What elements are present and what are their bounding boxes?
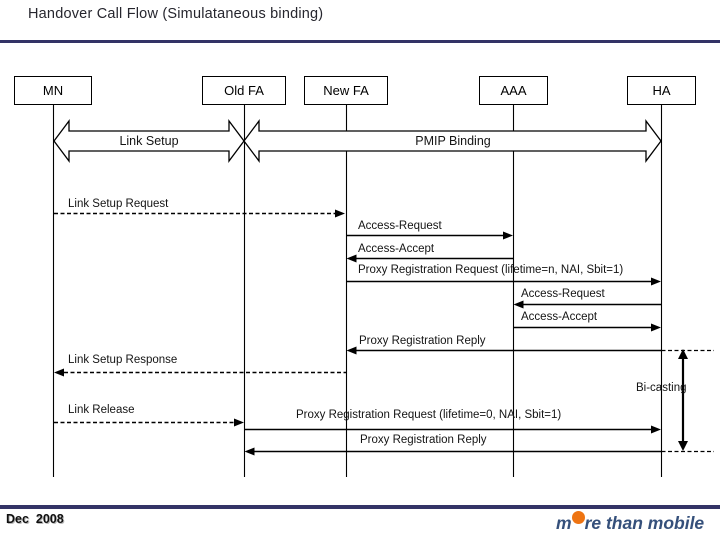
entity-box-mn: MN xyxy=(14,76,92,105)
msg-label-link-setup-request: Link Setup Request xyxy=(68,198,169,210)
entity-label-old-fa: Old FA xyxy=(224,83,264,98)
band-label-link-setup: Link Setup xyxy=(119,134,179,148)
logo-text-m: m xyxy=(556,513,572,533)
entity-box-ha: HA xyxy=(627,76,696,105)
entity-box-aaa: AAA xyxy=(479,76,548,105)
msg-label-access-request-1: Access-Request xyxy=(358,220,442,232)
brand-logo: m re than mobile xyxy=(556,511,704,534)
band-label-pmip-binding: PMIP Binding xyxy=(415,134,491,148)
msg-label-proxy-reg-reply-1: Proxy Registration Reply xyxy=(359,335,486,347)
msg-label-proxy-reg-reply-2: Proxy Registration Reply xyxy=(360,434,487,446)
bicasting-label: Bi-casting xyxy=(636,382,687,394)
bicasting-arrow xyxy=(678,349,688,451)
entity-label-mn: MN xyxy=(42,83,64,98)
msg-label-proxy-reg-request-n: Proxy Registration Request (lifetime=n, … xyxy=(358,264,624,276)
footer-rule xyxy=(0,505,720,509)
msg-label-access-request-2: Access-Request xyxy=(521,288,605,300)
entity-label-aaa: AAA xyxy=(500,83,527,98)
pmip-binding-band-arrow xyxy=(243,119,662,163)
phase-band-arrows xyxy=(53,119,662,163)
footer-date: Dec 2008 xyxy=(6,512,64,526)
message-arrows xyxy=(54,209,714,456)
msg-label-proxy-reg-request-0: Proxy Registration Request (lifetime=0, … xyxy=(296,409,562,421)
entity-box-old-fa: Old FA xyxy=(202,76,286,105)
logo-orange-dot-icon xyxy=(571,511,585,524)
page-title: Handover Call Flow (Simulataneous bindin… xyxy=(28,6,324,22)
logo-text-rest: re than mobile xyxy=(584,513,705,533)
entity-label-new-fa: New FA xyxy=(323,83,369,98)
lifelines xyxy=(52,105,663,477)
header-rule xyxy=(0,40,720,43)
msg-label-access-accept-1: Access-Accept xyxy=(358,243,435,255)
msg-label-link-release: Link Release xyxy=(68,404,135,416)
msg-label-access-accept-2: Access-Accept xyxy=(521,311,598,323)
msg-label-link-setup-response: Link Setup Response xyxy=(68,354,178,366)
entity-box-new-fa: New FA xyxy=(304,76,388,105)
entity-label-ha: HA xyxy=(652,83,671,98)
